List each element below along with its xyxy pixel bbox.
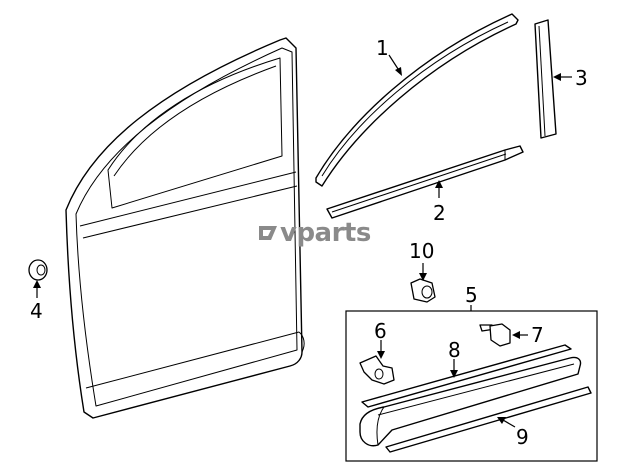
part-3-pillar-garnish [534, 19, 557, 139]
part-8-strip [361, 344, 572, 408]
part-7-screw [479, 323, 511, 347]
label-part-10: 10 [409, 239, 434, 263]
label-part-8: 8 [448, 338, 461, 362]
door-panel [65, 37, 305, 419]
part-1-molding [315, 13, 519, 187]
label-part-9: 9 [516, 425, 529, 449]
label-part-6: 6 [374, 319, 387, 343]
part-numbers: 1 2 3 4 5 6 7 8 9 10 [30, 36, 588, 449]
watermark-text: vparts [280, 218, 371, 248]
part-4-grommet [28, 259, 48, 281]
rocker-molding [359, 356, 582, 447]
label-part-2: 2 [433, 201, 446, 225]
part-6-clip [359, 355, 395, 385]
watermark: vparts [258, 217, 371, 249]
leader-lines [33, 54, 572, 428]
part-9-strip [385, 386, 592, 453]
label-part-7: 7 [531, 323, 544, 347]
label-part-3: 3 [575, 66, 588, 90]
ev-logo-icon [259, 226, 277, 240]
label-part-4: 4 [30, 299, 43, 323]
label-part-1: 1 [376, 36, 389, 60]
part-10-clip [410, 278, 436, 303]
part-2-belt-molding [326, 145, 524, 219]
label-part-5: 5 [465, 283, 478, 307]
